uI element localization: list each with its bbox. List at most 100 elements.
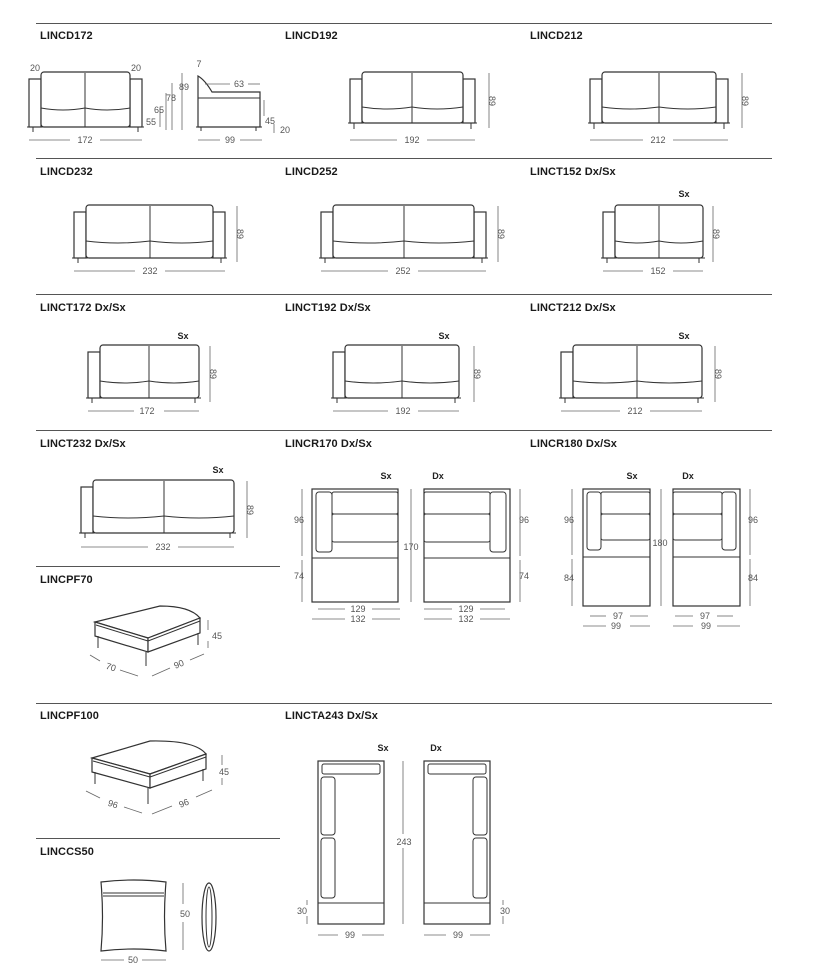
dimension-label: 132 bbox=[350, 614, 365, 624]
dimension-label: 152 bbox=[650, 266, 665, 276]
model-code: LINCPF70 bbox=[40, 574, 93, 586]
chaise-plan-lincr170: Sx Dx 96 74 170 96 74 129 132 129 1 bbox=[294, 471, 529, 624]
dimension-label: 97 bbox=[613, 611, 623, 621]
dimension-label: 30 bbox=[297, 906, 307, 916]
model-code: LINCR180 Dx/Sx bbox=[530, 438, 617, 450]
dimension-label: 30 bbox=[500, 906, 510, 916]
sofa-front-lincd252: 252 89 bbox=[319, 204, 506, 276]
divider-row-4 bbox=[36, 430, 772, 431]
dimension-label: 63 bbox=[234, 79, 244, 89]
dimension-label: 84 bbox=[748, 573, 758, 583]
sofa-front-lincd192: 192 89 bbox=[348, 71, 497, 145]
side-label-sx: Sx bbox=[212, 465, 223, 475]
model-code: LINCD232 bbox=[40, 166, 93, 178]
sofa-terminal-lincT212: Sx 212 89 bbox=[559, 331, 723, 416]
dimension-label: 45 bbox=[265, 116, 275, 126]
dimension-label: 129 bbox=[458, 604, 473, 614]
dimension-label: 232 bbox=[142, 266, 157, 276]
sofa-front-lincd172: 172 20 20 55 65 78 89 bbox=[27, 63, 189, 145]
dimension-label: 89 bbox=[179, 82, 189, 92]
dimension-label: 89 bbox=[235, 229, 245, 239]
dimension-label: 99 bbox=[345, 930, 355, 940]
sofa-side-lincd172: 7 63 99 45 20 bbox=[196, 59, 290, 145]
side-label-dx: Dx bbox=[430, 743, 442, 753]
dimension-label: 89 bbox=[496, 229, 506, 239]
dimension-label: 50 bbox=[128, 955, 138, 965]
sofa-front-lincd232: 232 89 bbox=[72, 204, 245, 276]
dimension-label: 84 bbox=[564, 573, 574, 583]
side-label-sx: Sx bbox=[438, 331, 449, 341]
side-label-sx: Sx bbox=[377, 743, 388, 753]
divider-row-2 bbox=[36, 158, 772, 159]
dimension-label: 74 bbox=[519, 571, 529, 581]
dimension-label: 45 bbox=[219, 767, 229, 777]
model-code: LINCT192 Dx/Sx bbox=[285, 302, 371, 314]
sofa-terminal-lincT172: Sx 172 89 bbox=[86, 331, 218, 416]
model-code: LINCT232 Dx/Sx bbox=[40, 438, 126, 450]
dimension-label: 212 bbox=[627, 406, 642, 416]
model-code: LINCR170 Dx/Sx bbox=[285, 438, 372, 450]
dimension-label: 99 bbox=[701, 621, 711, 631]
dimension-label: 99 bbox=[611, 621, 621, 631]
dimension-label: 99 bbox=[225, 135, 235, 145]
model-code: LINCD212 bbox=[530, 30, 583, 42]
model-code: LINCD172 bbox=[40, 30, 93, 42]
dimension-label: 89 bbox=[208, 369, 218, 379]
model-code: LINCT212 Dx/Sx bbox=[530, 302, 616, 314]
dimension-label: 172 bbox=[139, 406, 154, 416]
divider-row-3 bbox=[36, 294, 772, 295]
side-label-dx: Dx bbox=[432, 471, 444, 481]
dimension-label: 180 bbox=[652, 538, 667, 548]
model-code: LINCT172 Dx/Sx bbox=[40, 302, 126, 314]
dimension-label: 89 bbox=[713, 369, 723, 379]
model-code: LINCTA243 Dx/Sx bbox=[285, 710, 378, 722]
divider-row-1 bbox=[36, 23, 772, 24]
dimension-label: 45 bbox=[212, 631, 222, 641]
dimension-label: 90 bbox=[172, 658, 185, 671]
dimension-label: 96 bbox=[294, 515, 304, 525]
divider-row-5 bbox=[36, 703, 772, 704]
dimension-label: 89 bbox=[472, 369, 482, 379]
side-label-dx: Dx bbox=[682, 471, 694, 481]
divider-cs50 bbox=[36, 838, 280, 839]
side-label-sx: Sx bbox=[177, 331, 188, 341]
pouf-lincpf70: 70 90 45 bbox=[89, 605, 222, 677]
side-label-sx: Sx bbox=[626, 471, 637, 481]
model-code: LINCD252 bbox=[285, 166, 338, 178]
dimension-label: 96 bbox=[177, 797, 190, 810]
dimension-label: 74 bbox=[294, 571, 304, 581]
dimension-label: 89 bbox=[740, 96, 750, 106]
sofa-terminal-lincT192: Sx 192 89 bbox=[331, 331, 482, 416]
dimension-label: 232 bbox=[155, 542, 170, 552]
dimension-label: 129 bbox=[350, 604, 365, 614]
cushion-linccs50: 50 50 bbox=[100, 879, 217, 965]
dimension-label: 70 bbox=[105, 661, 118, 674]
dimension-label: 50 bbox=[180, 909, 190, 919]
dimension-label: 97 bbox=[700, 611, 710, 621]
dimension-label: 89 bbox=[711, 229, 721, 239]
pouf-lincpf100: 96 96 45 bbox=[85, 740, 229, 815]
model-code: LINCD192 bbox=[285, 30, 338, 42]
sofa-terminal-lincT152: Sx 152 89 bbox=[601, 189, 721, 276]
model-code: LINCPF100 bbox=[40, 710, 99, 722]
dimension-label: 172 bbox=[77, 135, 92, 145]
daybed-plan-lincta243: Sx Dx 243 30 30 99 99 bbox=[297, 743, 510, 940]
model-code: LINCCS50 bbox=[40, 846, 94, 858]
dimension-label: 65 bbox=[154, 105, 164, 115]
side-label-sx: Sx bbox=[380, 471, 391, 481]
sofa-terminal-lincT232: Sx 232 89 bbox=[79, 465, 255, 552]
dimension-label: 252 bbox=[395, 266, 410, 276]
dimension-label: 20 bbox=[131, 63, 141, 73]
side-label-sx: Sx bbox=[678, 331, 689, 341]
dimension-label: 96 bbox=[519, 515, 529, 525]
dimension-label: 78 bbox=[166, 93, 176, 103]
dimension-label: 20 bbox=[30, 63, 40, 73]
dimension-label: 96 bbox=[748, 515, 758, 525]
dimension-label: 20 bbox=[280, 125, 290, 135]
side-label-sx: Sx bbox=[678, 189, 689, 199]
dimension-label: 212 bbox=[650, 135, 665, 145]
dimension-label: 99 bbox=[453, 930, 463, 940]
dimension-label: 7 bbox=[196, 59, 201, 69]
dimension-label: 96 bbox=[564, 515, 574, 525]
